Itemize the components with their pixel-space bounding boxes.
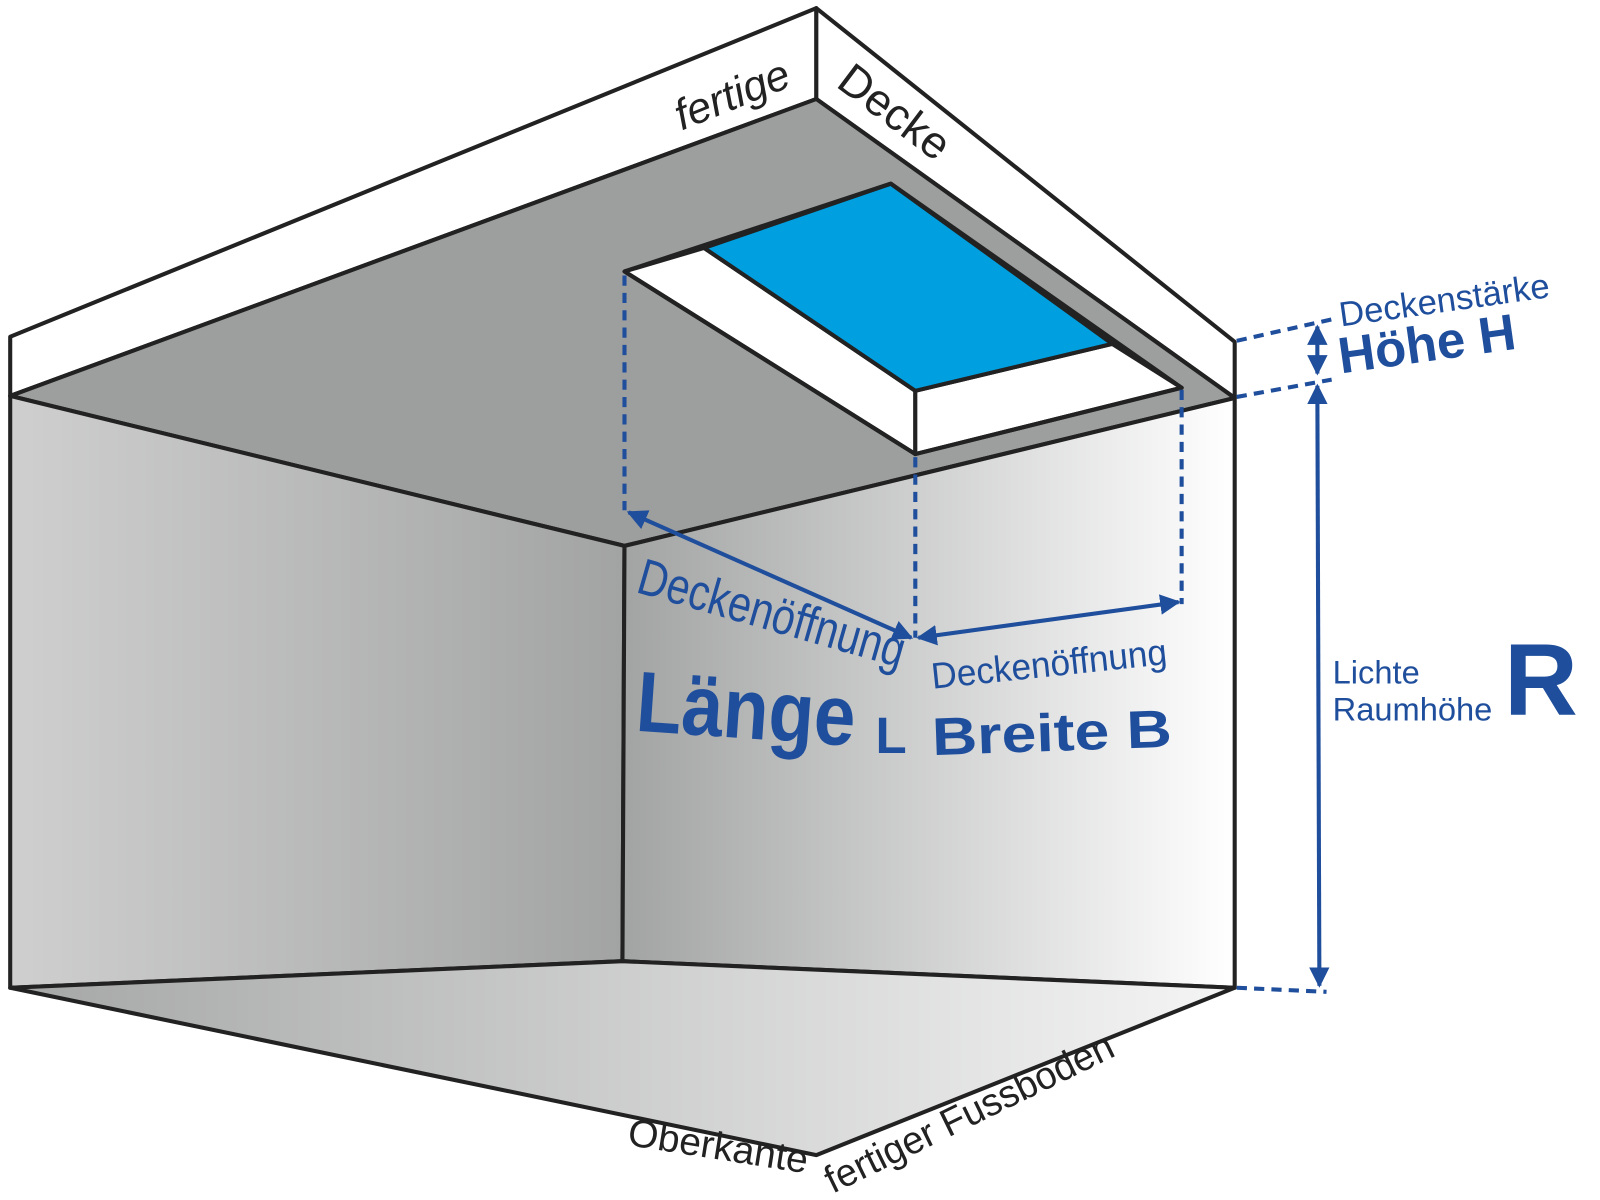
label-length-symbol: L [876,707,907,764]
label-lichte: Lichte [1333,654,1420,691]
floor [8,959,1237,1158]
length-arrow [626,510,914,640]
opening-outline [623,181,1184,457]
floor-extension [1236,985,1327,994]
label-laenge: Länge [633,654,859,765]
label-r: R [1504,622,1578,736]
room-height-arrow [1307,383,1330,988]
width-arrow [916,594,1181,646]
label-breite-b: Breite B [931,700,1173,767]
label-raumhoehe: Raumhöhe [1333,690,1493,727]
